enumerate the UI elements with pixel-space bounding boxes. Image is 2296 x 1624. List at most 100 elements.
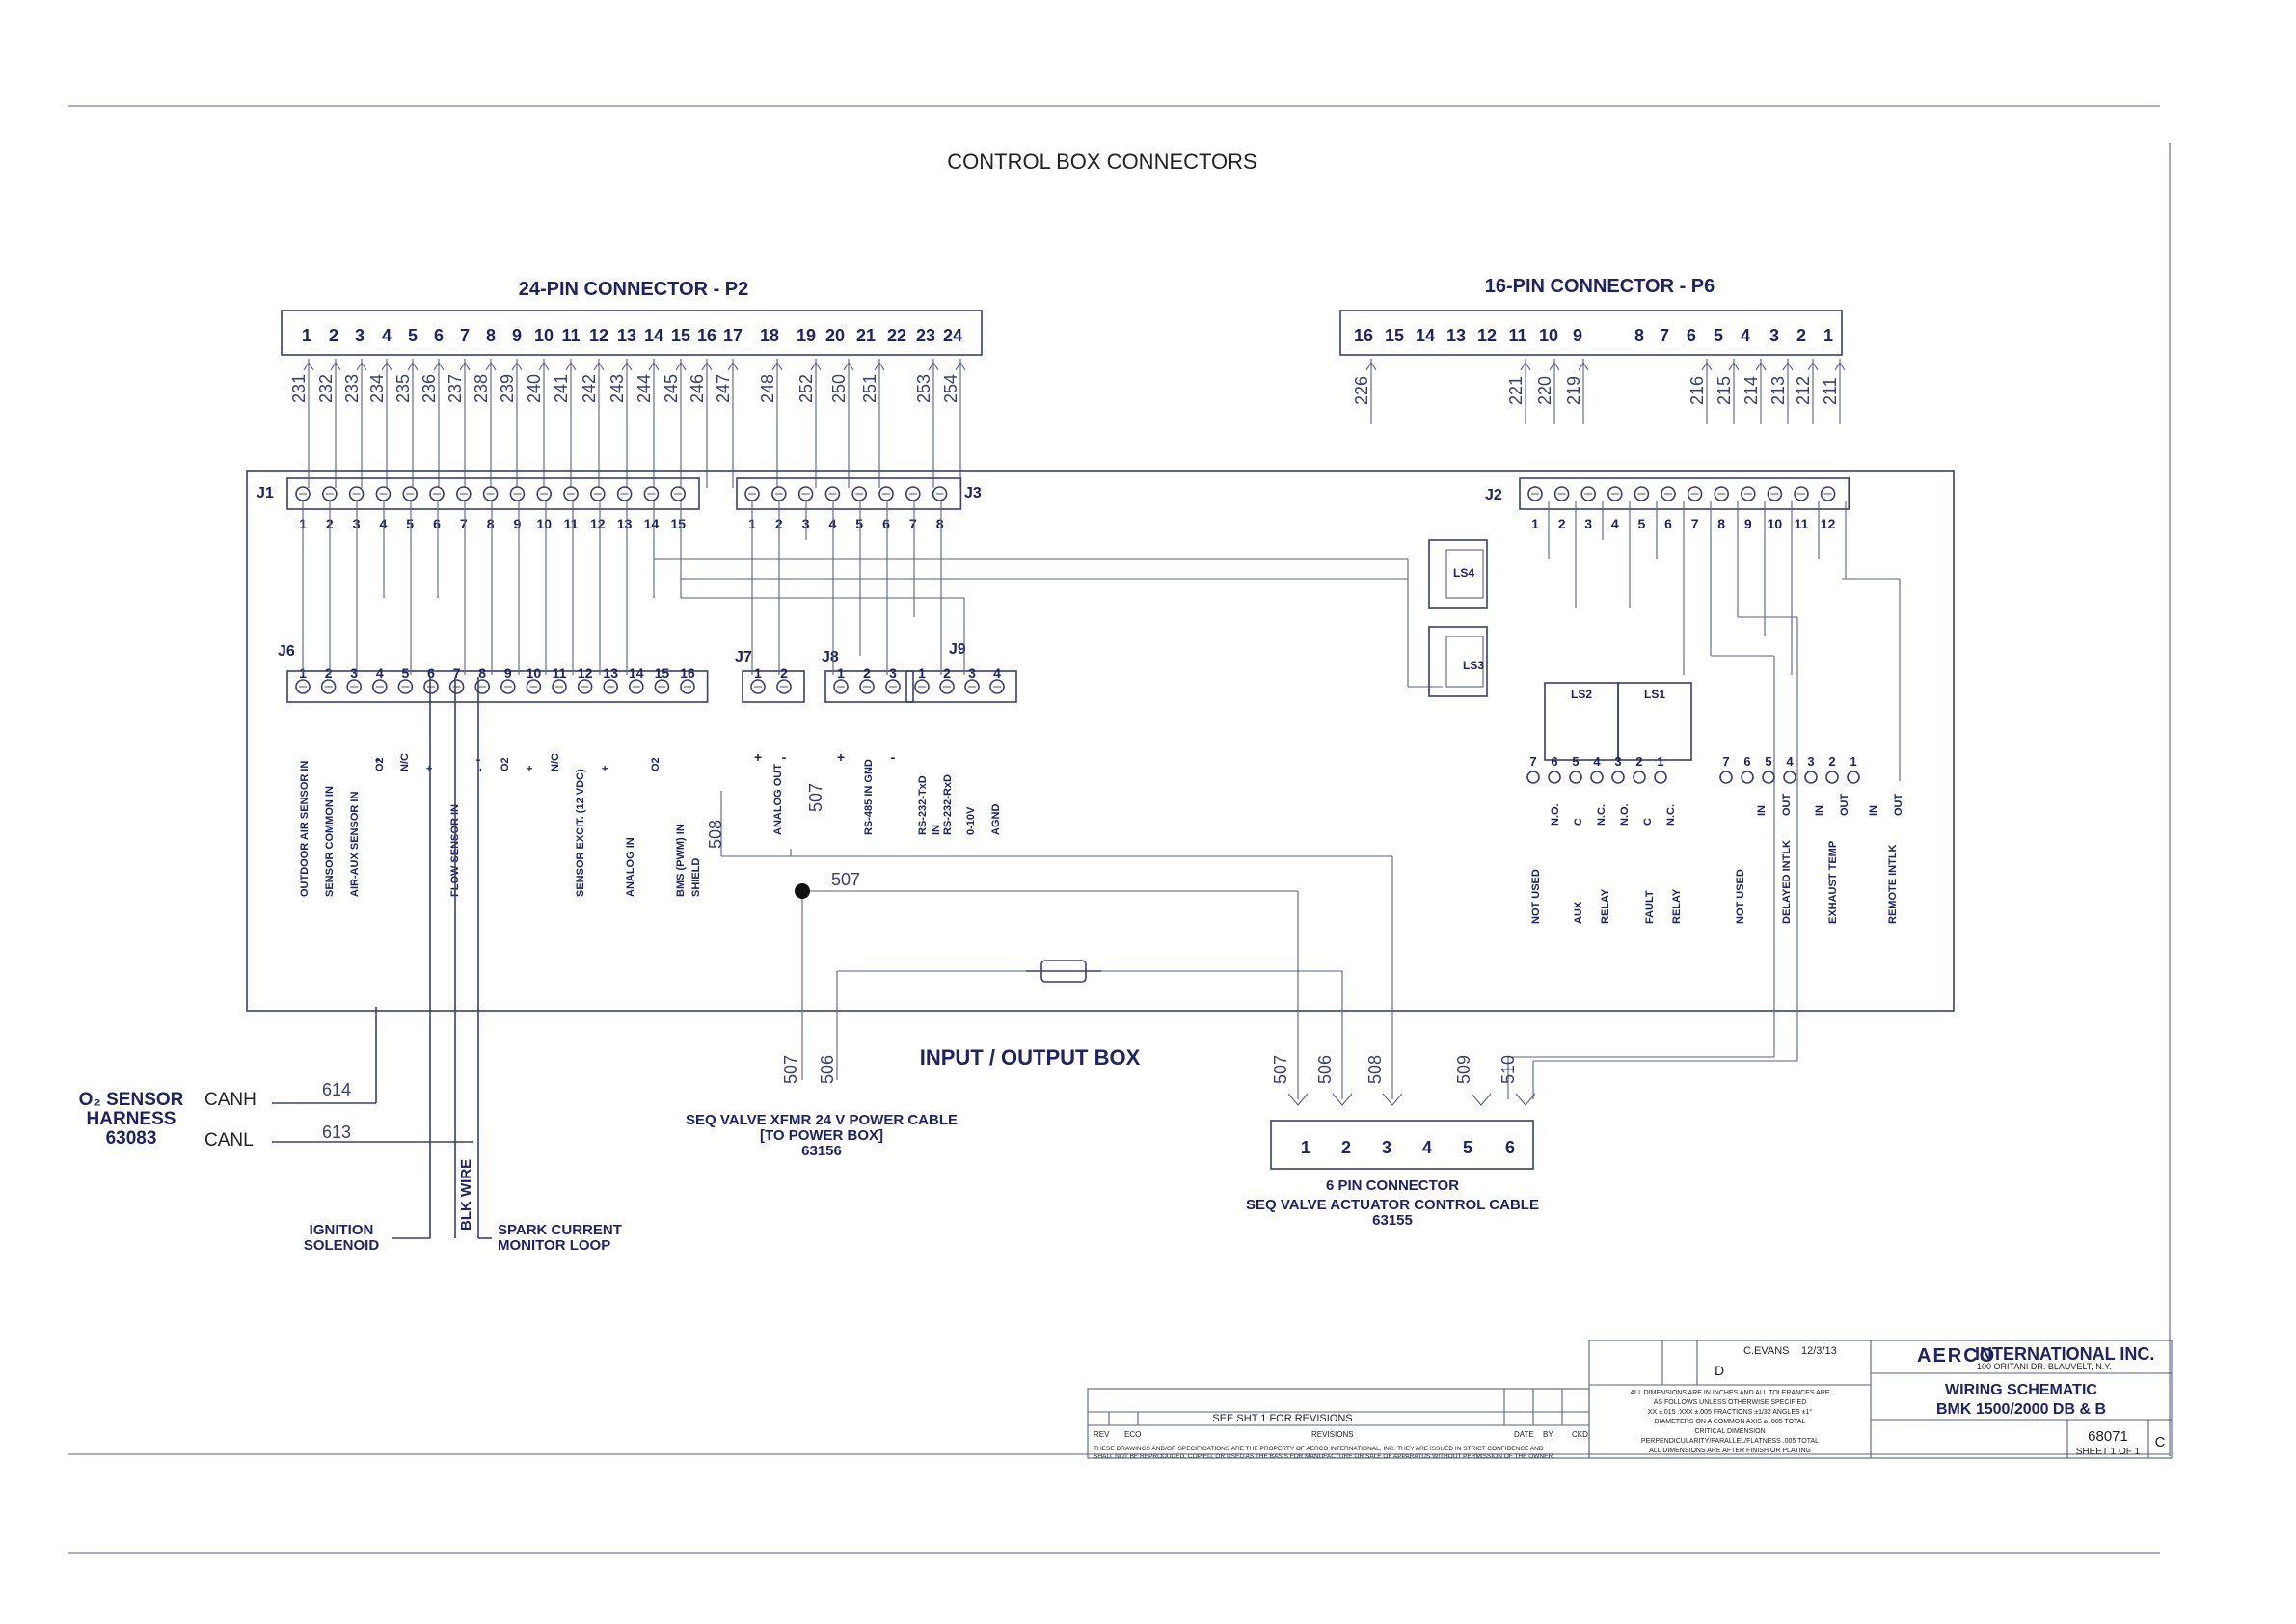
relay-ls3: LS3 bbox=[1428, 626, 1488, 697]
junction-dot bbox=[795, 883, 810, 899]
j9-terminal-3 bbox=[964, 679, 980, 694]
p6-pin-9: 9 bbox=[1573, 326, 1582, 345]
spark-line2: MONITOR LOOP bbox=[498, 1237, 610, 1254]
j1-pin-12: 12 bbox=[590, 516, 606, 531]
j2-pin-12: 12 bbox=[1821, 516, 1836, 531]
j2-out-num-6: 1 bbox=[1657, 754, 1663, 769]
six-pin-3: 3 bbox=[1382, 1138, 1391, 1157]
wire-614: 614 bbox=[322, 1080, 351, 1099]
j6-terminal-2 bbox=[320, 679, 337, 694]
j2-terminal-6 bbox=[1661, 486, 1676, 501]
p6-arrow-216 bbox=[1701, 361, 1713, 371]
p6-arrow-219 bbox=[1578, 361, 1589, 371]
page-title: CONTROL BOX CONNECTORS bbox=[947, 149, 1256, 174]
j1-pin-10: 10 bbox=[536, 516, 552, 531]
p6-arrow-212 bbox=[1807, 361, 1819, 371]
j6-pin-2: 2 bbox=[325, 665, 333, 681]
j2-pin-5: 5 bbox=[1638, 516, 1646, 531]
p2-pin-24: 24 bbox=[943, 326, 962, 345]
j6-terminal-10 bbox=[526, 679, 542, 694]
dims-line-2: XX ±.015 .XXX ±.005 FRACTIONS ±1/32 ANGL… bbox=[1648, 1408, 1812, 1416]
relay-ls4: LS4 bbox=[1428, 539, 1488, 609]
j6-pin-7: 7 bbox=[453, 665, 461, 681]
p2-pin-5: 5 bbox=[408, 326, 418, 345]
company-address: 100 ORITANI DR. BLAUVELT, N.Y. bbox=[1977, 1362, 2112, 1371]
o2-harness-line1: O₂ SENSOR bbox=[79, 1090, 184, 1110]
j6-signal-9: + bbox=[525, 766, 536, 771]
p2-wire-236: 236 bbox=[419, 374, 439, 403]
drawing-title-2: BMK 1500/2000 DB & B bbox=[1936, 1401, 2106, 1418]
p2-wire-253: 253 bbox=[914, 374, 933, 403]
p2-pin-12: 12 bbox=[589, 326, 608, 345]
drawn-date: 12/3/13 bbox=[1801, 1345, 1837, 1357]
dims-line-3: DIAMETERS ON A COMMON AXIS ⌀ .005 TOTAL bbox=[1655, 1419, 1806, 1425]
j1-pin-6: 6 bbox=[433, 516, 441, 531]
j2-terminal-12 bbox=[1820, 486, 1836, 501]
p6-pin-2: 2 bbox=[1796, 326, 1806, 345]
spark-line1: SPARK CURRENT bbox=[498, 1222, 622, 1238]
j1-terminal-2 bbox=[321, 486, 338, 501]
six-pin-5: 5 bbox=[1463, 1138, 1472, 1157]
p2-pin-14: 14 bbox=[644, 326, 663, 345]
j2-out-terminal-3 bbox=[1590, 771, 1604, 784]
j2-out-terminal-10 bbox=[1783, 771, 1796, 784]
j2-io-3: OUT bbox=[1839, 794, 1850, 817]
j2-out-num-9: 5 bbox=[1765, 754, 1771, 769]
j1-pin-13: 13 bbox=[617, 516, 633, 531]
p2-pin-8: 8 bbox=[486, 326, 496, 345]
j6-terminal-6 bbox=[423, 679, 439, 694]
j9-pin-1: 1 bbox=[918, 665, 926, 681]
p2-pin-11: 11 bbox=[561, 326, 580, 345]
j3-terminal-1 bbox=[744, 486, 760, 501]
p2-arrow-252 bbox=[810, 361, 822, 371]
p6-pin-13: 13 bbox=[1446, 326, 1466, 345]
p2-arrow-237 bbox=[459, 361, 471, 371]
j6-signal-11: SENSOR EXCIT. (12 VDC) bbox=[575, 769, 586, 897]
p2-arrow-248 bbox=[771, 361, 783, 371]
six-pin-4: 4 bbox=[1422, 1138, 1432, 1157]
j2-terminal-2 bbox=[1553, 486, 1570, 501]
j3-terminal-7 bbox=[905, 486, 921, 501]
p6-title: 16-PIN CONNECTOR - P6 bbox=[1485, 276, 1715, 297]
rev-col-1: ECO bbox=[1124, 1430, 1141, 1439]
j6-terminal-16 bbox=[680, 679, 695, 694]
j2-group-5: NOT USED bbox=[1735, 869, 1746, 924]
p2-arrow-234 bbox=[381, 361, 392, 371]
j6-terminal-9 bbox=[500, 679, 516, 694]
j1-terminal-3 bbox=[348, 486, 365, 501]
p6-wire-220: 220 bbox=[1535, 376, 1554, 405]
drawing-title-1: WIRING SCHEMATIC bbox=[1945, 1382, 2097, 1398]
p2-wire-252: 252 bbox=[797, 374, 816, 403]
j6-pin-5: 5 bbox=[402, 665, 410, 681]
p6-pin-4: 4 bbox=[1741, 326, 1750, 345]
j6-pin-4: 4 bbox=[376, 665, 384, 681]
j6-signal-16: SHIELD bbox=[690, 858, 702, 897]
six-pin-wire-509: 509 bbox=[1454, 1055, 1473, 1084]
j6-signal-0: OUTDOOR AIR SENSOR IN bbox=[299, 761, 311, 897]
j1-terminal-9 bbox=[509, 486, 526, 501]
p2-wire-248: 248 bbox=[758, 374, 777, 403]
p2-pin-19: 19 bbox=[797, 326, 816, 345]
j9-signal-4: AGND bbox=[990, 804, 1002, 835]
j2-io-4: IN bbox=[1868, 805, 1879, 816]
p6-pin-3: 3 bbox=[1769, 326, 1779, 345]
j2-out-num-1: 6 bbox=[1551, 754, 1557, 769]
wire-506: 506 bbox=[818, 1055, 837, 1084]
p2-wire-245: 245 bbox=[662, 374, 681, 403]
j2-out-terminal-13 bbox=[1847, 771, 1860, 784]
p2-pin-17: 17 bbox=[723, 326, 743, 345]
j1-terminal-7 bbox=[455, 486, 472, 501]
j1-pin-15: 15 bbox=[670, 516, 686, 531]
j8-label: J8 bbox=[822, 649, 839, 665]
j6-signal-1: SENSOR COMMON IN bbox=[324, 786, 336, 897]
j2-pin-6: 6 bbox=[1664, 516, 1672, 531]
j8-pin-3: 3 bbox=[889, 665, 897, 681]
o2-harness-line3: 63083 bbox=[106, 1128, 157, 1149]
p2-wire-240: 240 bbox=[525, 374, 544, 403]
j2-terminal-4 bbox=[1607, 486, 1623, 501]
j2-io-0: IN bbox=[1756, 805, 1768, 816]
p2-wire-234: 234 bbox=[367, 374, 387, 403]
